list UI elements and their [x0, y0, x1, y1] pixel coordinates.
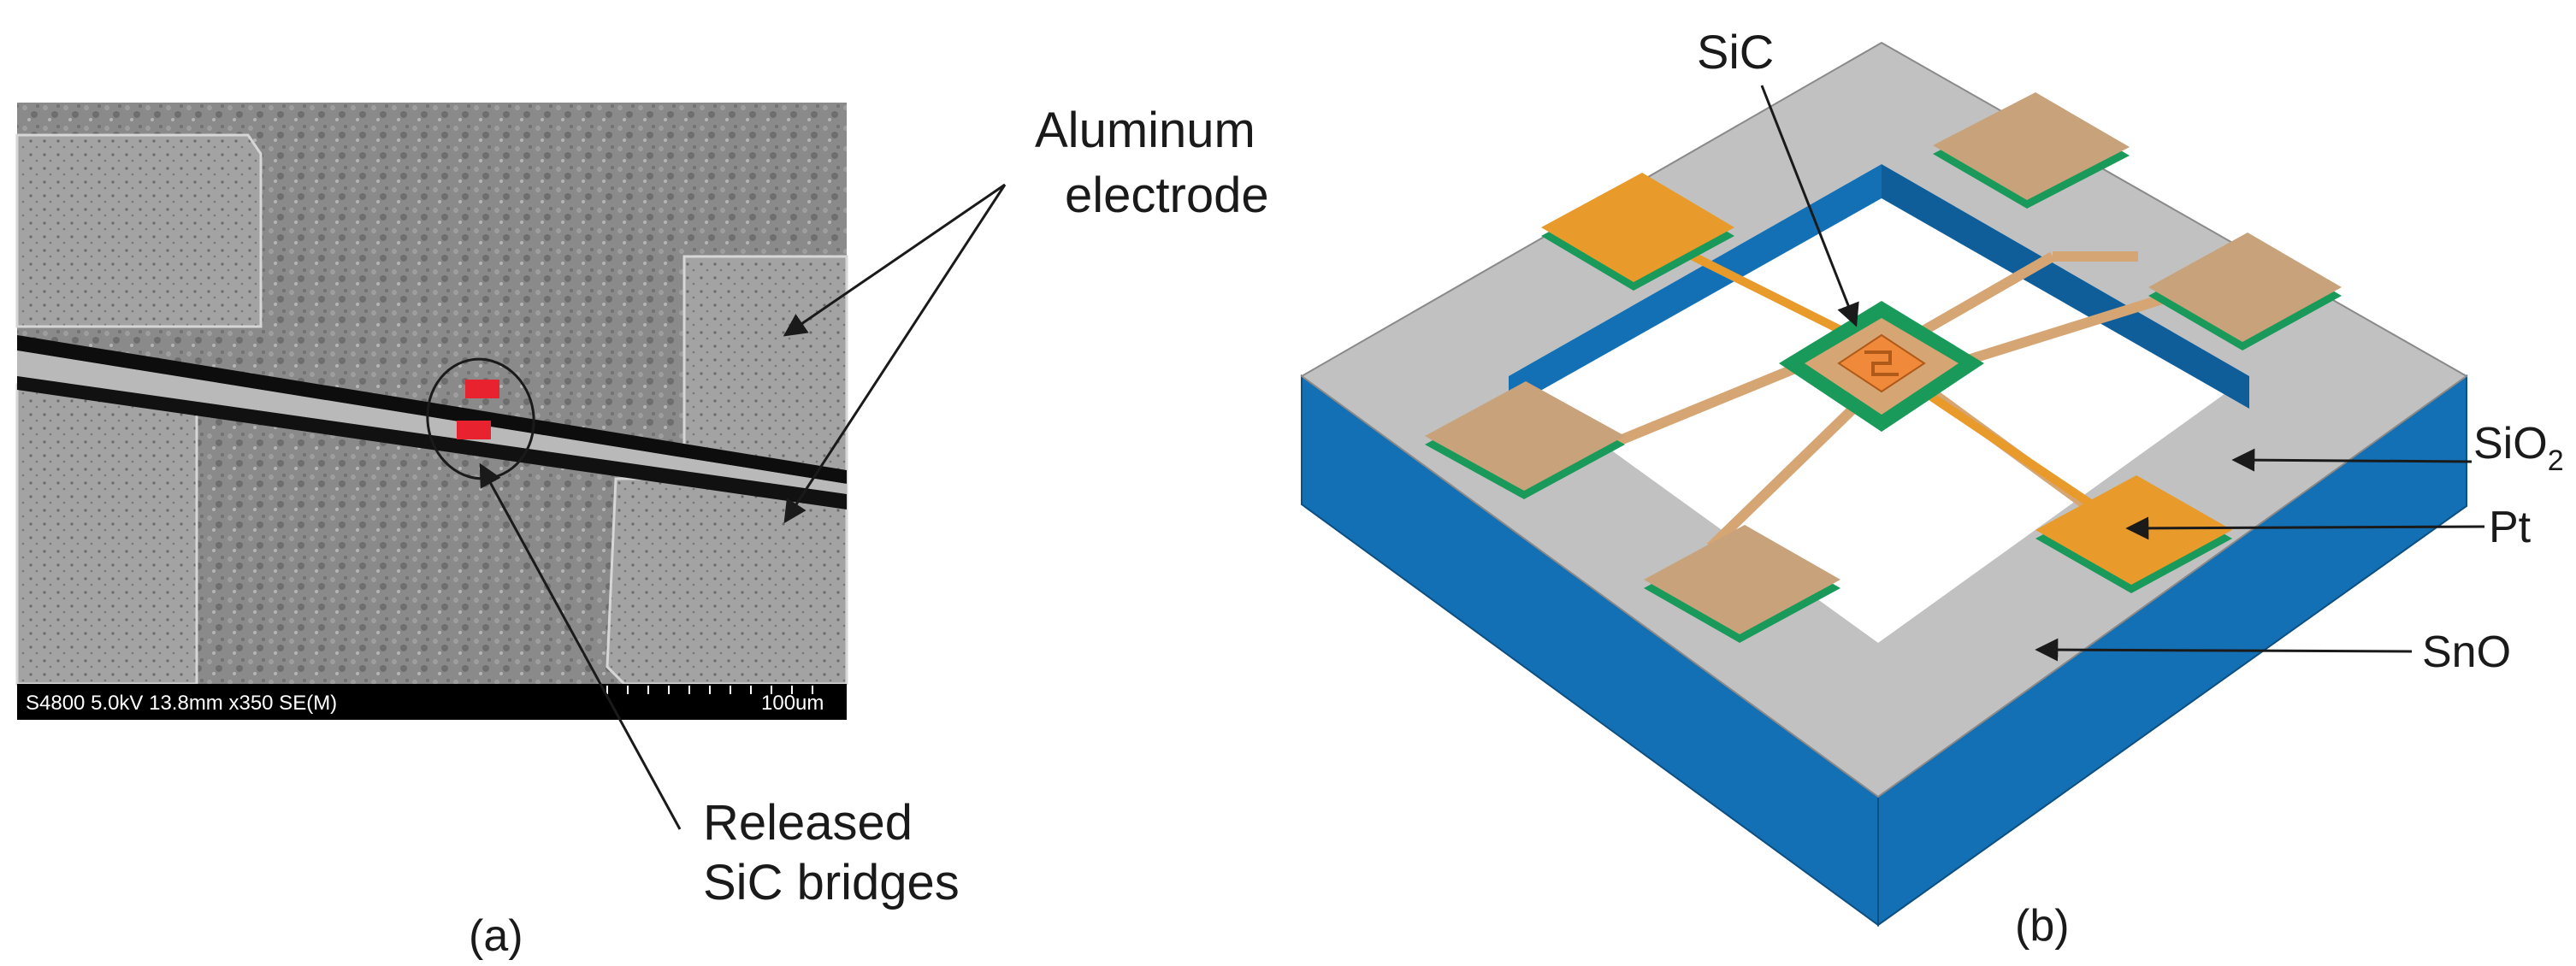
- panel-b: SiC SiO2 Pt SnO (b): [1300, 25, 2564, 951]
- electrode-plate-upper-right: [682, 255, 848, 480]
- pt-arrow: [2125, 516, 2485, 540]
- trench-upper: [17, 335, 847, 484]
- window-wall-left: [1509, 164, 1882, 409]
- bridge-strip: [17, 350, 847, 494]
- label-sio2: SiO2: [2473, 419, 2564, 477]
- window-wall-right: [1882, 164, 2249, 409]
- pad-right: [2148, 233, 2342, 350]
- caption-b: (b): [2015, 901, 2070, 951]
- sem-info-text: S4800 5.0kV 13.8mm x350 SE(M): [26, 692, 337, 715]
- sic-arrow: [1760, 85, 1859, 327]
- sic-serpentine-pattern: [1864, 350, 1899, 376]
- sic-bridge-highlight-2: [457, 421, 491, 439]
- pad-top-left: [1541, 173, 1734, 291]
- label-pt: Pt: [2489, 503, 2532, 552]
- pad-top-right: [1933, 92, 2130, 209]
- sem-scale-ticks: [606, 686, 813, 694]
- pad-left: [1425, 381, 1625, 499]
- label-sic-bridges: SiC bridges: [703, 855, 960, 910]
- electrode-plate-upper-left: [15, 133, 263, 328]
- label-aluminum: Aluminum: [1035, 103, 1256, 158]
- label-sno: SnO: [2422, 627, 2511, 677]
- electrode-arrow-1: [783, 183, 1006, 337]
- electrode-arrow-2: [783, 184, 1007, 524]
- label-released: Released: [703, 795, 913, 851]
- electrode-plate-lower-right: [606, 477, 848, 686]
- sem-info-bar: [17, 684, 847, 720]
- caption-a: (a): [469, 911, 523, 961]
- sno-arrow: [2035, 638, 2413, 662]
- label-sic: SiC: [1697, 25, 1774, 79]
- panel-a: S4800 5.0kV 13.8mm x350 SE(M) 100um Alum…: [15, 103, 1269, 961]
- sio2-arrow: [2231, 448, 2473, 472]
- label-electrode: electrode: [1065, 168, 1269, 223]
- bridges-arrow: [479, 462, 682, 830]
- sic-bridge-highlight-1: [465, 380, 499, 398]
- pad-bottom-left: [1644, 525, 1840, 643]
- sem-scale-text: 100um: [761, 692, 824, 715]
- sem-image: S4800 5.0kV 13.8mm x350 SE(M) 100um: [15, 103, 848, 720]
- electrode-plate-lower-left: [15, 383, 208, 686]
